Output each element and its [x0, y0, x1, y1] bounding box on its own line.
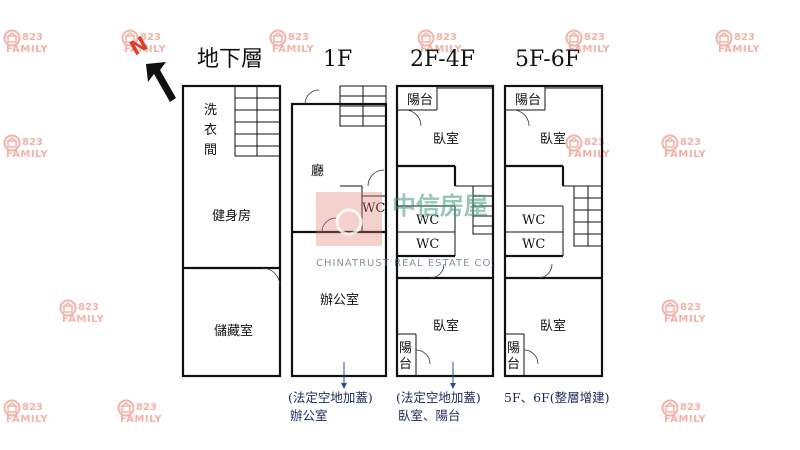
- bedroom-bottom-24-label: 臥室: [433, 318, 459, 334]
- watermark-number: 823: [22, 32, 43, 43]
- watermark-number: 823: [734, 32, 755, 43]
- title-5f-6f: 5F-6F: [515, 47, 580, 72]
- title-1f: 1F: [323, 47, 352, 72]
- watermark-number: 823: [436, 32, 457, 43]
- note-1-line-2: 辦公室: [290, 408, 328, 423]
- watermark-layer: 823 FAMILY 823 FAMILY 823 FAMILY 823 FAM…: [3, 29, 760, 425]
- watermark-tile: 823 FAMILY: [661, 299, 706, 325]
- watermark-family: FAMILY: [420, 44, 462, 55]
- watermark-number: 823: [22, 137, 43, 148]
- title-2f-4f: 2F-4F: [410, 47, 475, 72]
- watermark-family: FAMILY: [664, 149, 706, 160]
- watermark-family: FAMILY: [664, 314, 706, 325]
- watermark-number: 823: [78, 302, 99, 313]
- watermark-family: FAMILY: [568, 149, 610, 160]
- watermark-tile: 823 FAMILY: [269, 29, 314, 55]
- watermark-tile: 823 FAMILY: [565, 134, 610, 160]
- storage-label: 儲藏室: [214, 323, 253, 339]
- watermark-tile: 823 FAMILY: [59, 299, 104, 325]
- watermark-number: 823: [140, 32, 161, 43]
- watermark-tile: 823 FAMILY: [3, 399, 48, 425]
- watermark-family: FAMILY: [272, 44, 314, 55]
- plan-basement: 洗 衣 間 健身房 儲藏室: [181, 84, 282, 378]
- balcony-top-24-label: 陽台: [407, 93, 433, 108]
- bedroom-top-24-label: 臥室: [433, 131, 459, 147]
- plan-2f-4f: 陽台 臥室 WC WC 臥室 陽 台: [395, 84, 495, 378]
- watermark-tile: 823 FAMILY: [715, 29, 760, 55]
- watermark-family: FAMILY: [6, 44, 48, 55]
- bedroom-bottom-56-label: 臥室: [540, 318, 566, 334]
- watermark-tile: 823 FAMILY: [661, 134, 706, 160]
- watermark-number: 823: [584, 137, 605, 148]
- gym-label: 健身房: [212, 208, 251, 224]
- watermark-family: FAMILY: [568, 44, 610, 55]
- wc-1f-label: WC: [362, 201, 385, 216]
- wc-24-a-label: WC: [416, 213, 439, 228]
- balcony-bottom-56-label-1: 陽: [507, 341, 520, 356]
- balcony-bottom-24-label-1: 陽: [399, 341, 412, 356]
- watermark-number: 823: [680, 302, 701, 313]
- watermark-family: FAMILY: [124, 44, 166, 55]
- watermark-number: 823: [136, 402, 157, 413]
- watermark-family: FAMILY: [6, 149, 48, 160]
- title-basement: 地下層: [197, 47, 263, 72]
- plan-1f: 廳 WC 辦公室: [290, 85, 388, 378]
- balcony-bottom-56-label-2: 台: [507, 357, 520, 372]
- watermark-tile: 823 FAMILY: [3, 134, 48, 160]
- plan-5f-6f: 陽台 臥室 WC WC 臥室 陽 台: [503, 84, 604, 378]
- note-1-line-1: (法定空地加蓋): [288, 390, 373, 405]
- watermark-tile: 823 FAMILY: [121, 29, 166, 55]
- watermark-number: 823: [584, 32, 605, 43]
- watermark-tile: 823 FAMILY: [3, 29, 48, 55]
- wc-56-b-label: WC: [522, 237, 545, 252]
- watermark-family: FAMILY: [62, 314, 104, 325]
- brand-english: CHINATRUST REAL ESTATE CO.: [316, 258, 495, 269]
- watermark-family: FAMILY: [120, 414, 162, 425]
- stair-icon: [472, 185, 494, 235]
- balcony-bottom-24-label-2: 台: [399, 357, 412, 372]
- wc-24-b-label: WC: [416, 237, 439, 252]
- hall-label: 廳: [311, 163, 324, 179]
- watermark-tile: 823 FAMILY: [117, 399, 162, 425]
- center-brand-watermark: 中信房屋 CHINATRUST REAL ESTATE CO.: [316, 192, 495, 269]
- laundry-label-3: 間: [204, 143, 217, 158]
- watermark-tile: 823 FAMILY: [417, 29, 462, 55]
- watermark-number: 823: [680, 402, 701, 413]
- brand-logo-icon: [316, 192, 382, 246]
- wc-56-a-label: WC: [522, 213, 545, 228]
- stair-icon: [573, 185, 603, 247]
- watermark-tile: 823 FAMILY: [565, 29, 610, 55]
- note-2-line-1: (法定空地加蓋): [396, 390, 481, 405]
- watermark-number: 823: [288, 32, 309, 43]
- watermark-number: 823: [680, 137, 701, 148]
- note-2-line-2: 臥室、陽台: [398, 408, 461, 423]
- laundry-label-1: 洗: [204, 103, 217, 118]
- watermark-family: FAMILY: [718, 44, 760, 55]
- stair-icon: [339, 85, 387, 127]
- stair-icon: [234, 85, 281, 157]
- watermark-family: FAMILY: [664, 414, 706, 425]
- office-label: 辦公室: [320, 292, 359, 308]
- watermark-number: 823: [22, 402, 43, 413]
- bedroom-top-56-label: 臥室: [540, 131, 566, 147]
- watermark-tile: 823 FAMILY: [661, 399, 706, 425]
- laundry-label-2: 衣: [204, 122, 217, 138]
- note-3-line-1: 5F、6F(整層增建): [504, 390, 610, 405]
- brand-chinese: 中信房屋: [392, 192, 488, 220]
- balcony-top-56-label: 陽台: [515, 93, 541, 108]
- watermark-family: FAMILY: [6, 414, 48, 425]
